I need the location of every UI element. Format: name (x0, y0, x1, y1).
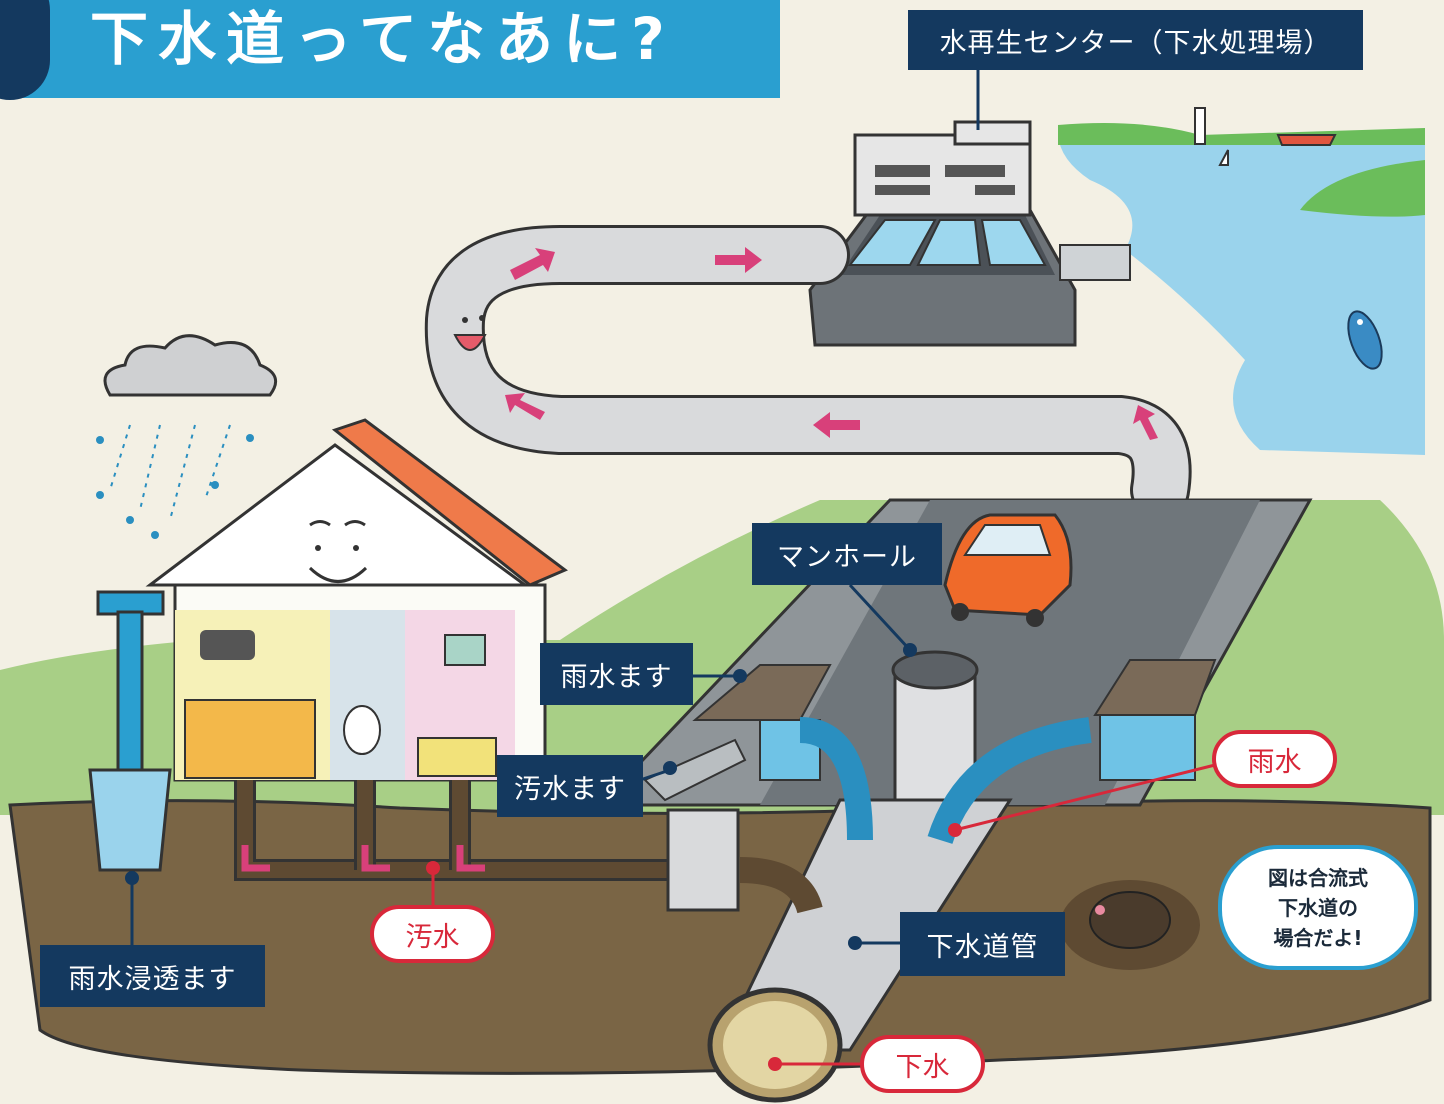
downspout (88, 590, 172, 872)
fish-icon (1347, 310, 1383, 370)
sewage-inlet-box (666, 808, 740, 912)
pill-sewage: 下水 (860, 1035, 985, 1093)
rain-cloud (96, 334, 278, 539)
treatment-center-building (808, 120, 1131, 347)
bubble-line-2: 下水道の (1278, 895, 1358, 920)
flow-arrows (505, 247, 1158, 440)
leader-lines (130, 70, 980, 945)
pipe-face (453, 315, 487, 351)
page-title: 下水道ってなあに? (90, 5, 675, 73)
label-manhole: マンホール (752, 523, 942, 585)
bubble-line-1: 図は合流式 (1268, 865, 1368, 890)
speech-bubble: 図は合流式 下水道の 場合だよ! (1218, 845, 1418, 970)
label-treatment-center: 水再生センター（下水処理場） (908, 10, 1363, 70)
pipe-to-center (424, 225, 1192, 520)
pill-wastewater: 汚水 (370, 905, 495, 963)
ship-icon (1276, 134, 1337, 146)
title-banner (0, 0, 780, 98)
section-number-badge (0, 0, 50, 100)
rain-pipe-left (799, 717, 873, 841)
label-sewage-inlet: 汚水ます (497, 755, 643, 817)
bubble-line-3: 場合だよ! (1273, 925, 1363, 950)
rain-pipe-right (927, 717, 1092, 845)
label-infiltration-inlet: 雨水浸透ます (40, 945, 265, 1007)
sailboat-icon (1218, 149, 1229, 166)
mole-icon (1060, 880, 1200, 970)
main-sewer-pipe (707, 798, 1013, 1103)
sewage-pipe-connector (739, 857, 823, 914)
pill-rainwater: 雨水 (1212, 730, 1337, 788)
car-icon (943, 513, 1073, 627)
drain-arrows (241, 845, 485, 872)
house (145, 418, 568, 782)
lighthouse-icon (1194, 107, 1206, 145)
label-sewer-pipe: 下水道管 (900, 912, 1065, 976)
label-rain-inlet: 雨水ます (540, 643, 693, 705)
